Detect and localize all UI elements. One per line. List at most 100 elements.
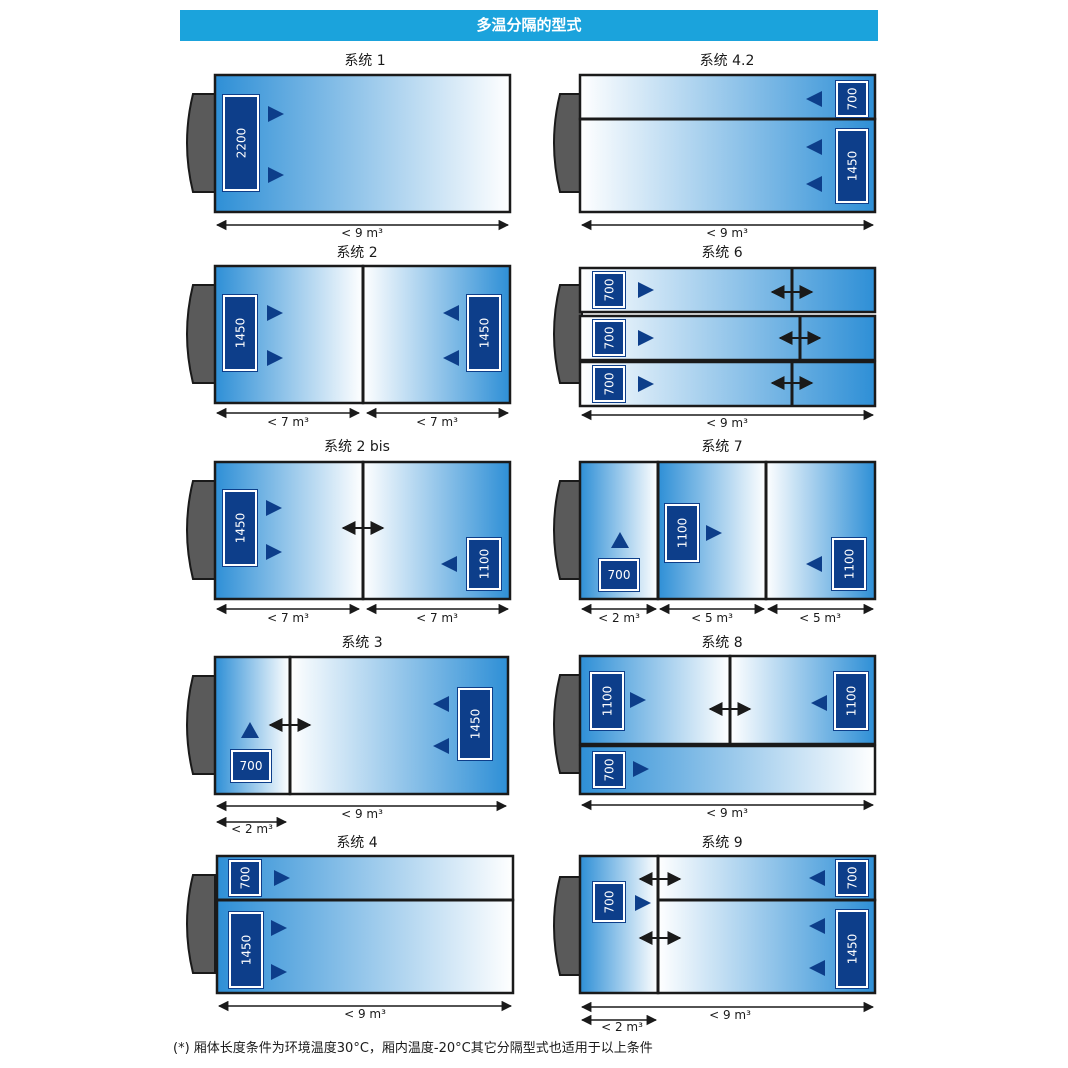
evaporator-capacity-label: 700 — [602, 326, 616, 350]
airflow-arrow-icon — [268, 167, 284, 183]
evaporator-capacity-label: 1100 — [675, 517, 690, 549]
airflow-arrow-icon — [809, 960, 825, 976]
page-title: 多温分隔的型式 — [180, 10, 878, 41]
compartment — [578, 744, 877, 796]
truck-cab-icon — [186, 675, 216, 775]
airflow-arrow-icon — [630, 692, 646, 708]
evaporator-capacity-label: 1100 — [842, 548, 857, 580]
dimension-label: < 9 m³ — [341, 807, 383, 821]
system-title: 系统 8 — [701, 635, 743, 651]
airflow-arrow-icon — [633, 761, 649, 777]
evaporator-capacity-label: 1450 — [233, 317, 248, 349]
truck-cab-icon — [186, 874, 216, 974]
dimension-label: < 2 m³ — [231, 822, 273, 836]
evaporator-capacity-label: 700 — [845, 87, 859, 111]
system-title: 系统 2 — [336, 245, 378, 261]
truck-cab-icon — [553, 284, 583, 384]
evaporator-capacity-label: 1450 — [468, 708, 483, 740]
airflow-arrow-icon — [811, 695, 827, 711]
compartment — [578, 266, 877, 314]
evaporator-unit-badge: 1450 — [836, 910, 868, 988]
compartment — [578, 73, 877, 121]
compartment — [213, 73, 512, 214]
compartment — [578, 854, 660, 995]
airflow-arrow-icon — [638, 376, 654, 392]
truck-cab-icon — [186, 284, 216, 384]
dimension-label: < 9 m³ — [706, 806, 748, 820]
evaporator-capacity-label: 700 — [602, 372, 616, 396]
dimension-label: < 9 m³ — [344, 1007, 386, 1021]
dimension-label: < 5 m³ — [799, 611, 841, 625]
dimension-label: < 9 m³ — [706, 226, 748, 240]
compartment — [215, 854, 515, 902]
evaporator-unit-badge: 1100 — [590, 672, 624, 730]
evaporator-capacity-label: 700 — [607, 568, 631, 582]
evaporator-unit-badge: 700 — [593, 882, 625, 922]
airflow-arrow-icon — [611, 532, 629, 548]
evaporator-capacity-label: 1100 — [600, 685, 615, 717]
evaporator-capacity-label: 700 — [238, 866, 252, 890]
airflow-arrow-icon — [441, 556, 457, 572]
airflow-arrow-icon — [274, 870, 290, 886]
evaporator-capacity-label: 700 — [239, 759, 263, 773]
footnote: (*) 厢体长度条件为环境温度30°C，厢内温度-20°C其它分隔型式也适用于以… — [173, 1041, 653, 1056]
evaporator-capacity-label: 1450 — [845, 150, 860, 182]
airflow-arrow-icon — [433, 738, 449, 754]
evaporator-unit-badge: 1100 — [665, 504, 699, 562]
truck-cab-icon — [186, 480, 216, 580]
airflow-arrow-icon — [267, 305, 283, 321]
truck-cab-icon — [553, 876, 583, 976]
airflow-arrow-icon — [266, 500, 282, 516]
airflow-arrow-icon — [638, 282, 654, 298]
system-title: 系统 7 — [701, 439, 743, 455]
evaporator-unit-badge: 1100 — [834, 672, 868, 730]
evaporator-unit-badge: 1450 — [223, 490, 257, 566]
truck-cab-icon — [186, 93, 216, 193]
evaporator-unit-badge: 700 — [593, 272, 625, 308]
dimension-label: < 7 m³ — [416, 415, 458, 429]
truck-cab-icon — [553, 674, 583, 774]
compartment — [578, 360, 877, 408]
evaporator-unit-badge: 1450 — [223, 295, 257, 371]
airflow-arrow-icon — [267, 350, 283, 366]
evaporator-unit-badge: 1450 — [229, 912, 263, 988]
evaporator-unit-badge: 700 — [593, 366, 625, 402]
evaporator-unit-badge: 700 — [836, 81, 868, 117]
evaporator-unit-badge: 1100 — [467, 538, 501, 590]
compartment — [578, 314, 877, 362]
airflow-arrow-icon — [271, 920, 287, 936]
evaporator-capacity-label: 1450 — [845, 933, 860, 965]
evaporator-capacity-label: 1100 — [477, 548, 492, 580]
evaporator-unit-badge: 2200 — [223, 95, 259, 191]
evaporator-unit-badge: 700 — [836, 860, 868, 896]
system-title: 系统 3 — [341, 635, 383, 651]
evaporator-unit-badge: 1450 — [458, 688, 492, 760]
airflow-arrow-icon — [809, 918, 825, 934]
dimension-label: < 5 m³ — [691, 611, 733, 625]
evaporator-capacity-label: 2200 — [233, 127, 248, 159]
evaporator-unit-badge: 700 — [599, 559, 639, 591]
evaporator-capacity-label: 1450 — [233, 512, 248, 544]
truck-cab-icon — [553, 480, 583, 580]
system-title: 系统 1 — [344, 53, 386, 69]
airflow-arrow-icon — [443, 350, 459, 366]
system-title: 系统 9 — [701, 835, 743, 851]
evaporator-unit-badge: 1100 — [832, 538, 866, 590]
evaporator-unit-badge: 700 — [593, 320, 625, 356]
dimension-label: < 7 m³ — [267, 611, 309, 625]
airflow-arrow-icon — [271, 964, 287, 980]
evaporator-capacity-label: 700 — [845, 866, 859, 890]
evaporator-capacity-label: 1450 — [239, 934, 254, 966]
compartment — [578, 117, 877, 214]
evaporator-capacity-label: 700 — [602, 890, 616, 914]
evaporator-unit-badge: 1450 — [467, 295, 501, 371]
evaporator-capacity-label: 700 — [602, 278, 616, 302]
evaporator-capacity-label: 700 — [602, 758, 616, 782]
dimension-label: < 7 m³ — [267, 415, 309, 429]
dimension-label: < 9 m³ — [706, 416, 748, 430]
airflow-arrow-icon — [268, 106, 284, 122]
dimension-label: < 2 m³ — [598, 611, 640, 625]
airflow-arrow-icon — [806, 91, 822, 107]
